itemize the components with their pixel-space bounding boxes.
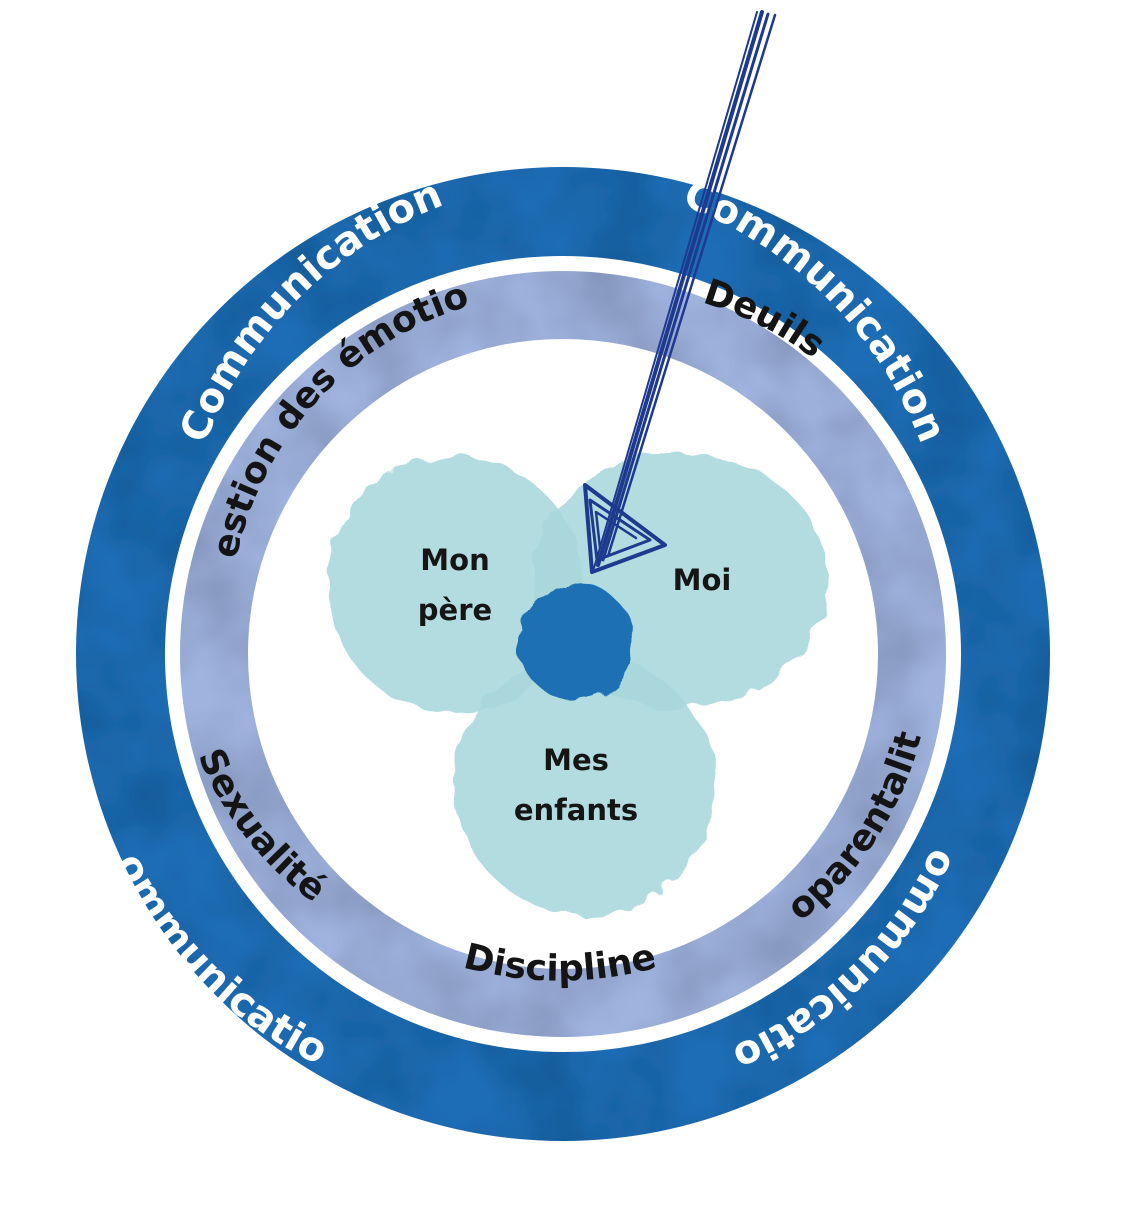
label-pere: père	[418, 593, 492, 627]
label-mon: Mon	[420, 543, 489, 577]
label-mes: Mes	[543, 743, 609, 777]
center-overlap-dot	[518, 584, 634, 700]
label-enfants: enfants	[514, 793, 638, 827]
blob-mes-enfants	[455, 655, 715, 915]
arrow	[583, 10, 777, 574]
label-moi: Moi	[673, 563, 732, 597]
